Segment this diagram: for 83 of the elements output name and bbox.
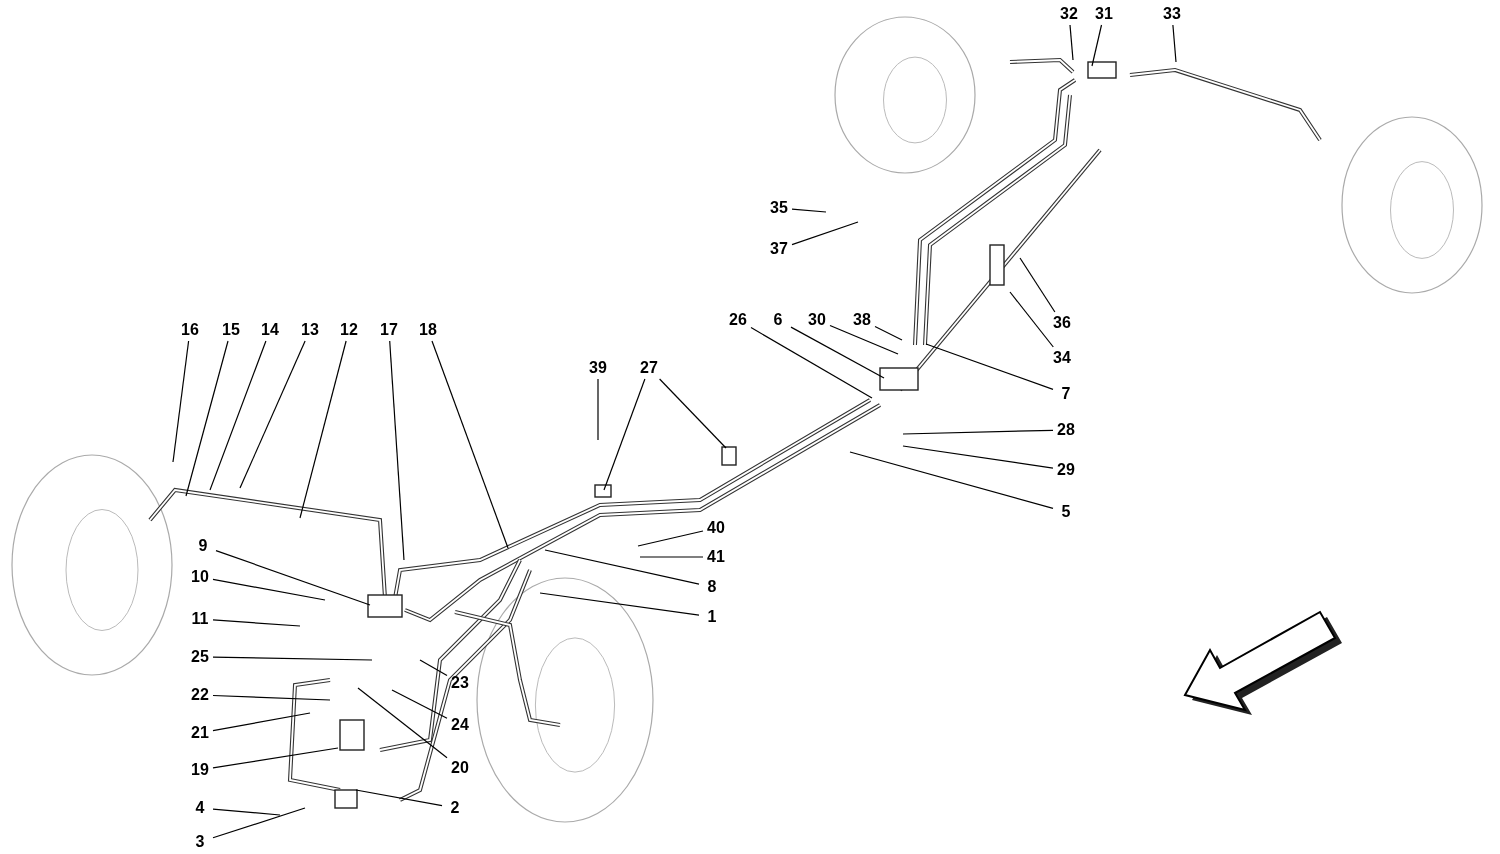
leader-line	[212, 656, 373, 661]
leader-line	[212, 807, 306, 839]
callout-number: 38	[850, 310, 874, 330]
callout-number: 9	[191, 536, 215, 556]
callout-number: 27	[637, 358, 661, 378]
leader-line	[212, 694, 331, 701]
leader-line	[1091, 24, 1103, 67]
leader-line	[212, 619, 301, 627]
callout-number: 7	[1054, 384, 1078, 404]
callout-number: 24	[448, 715, 472, 735]
callout-number: 17	[377, 320, 401, 340]
callout-number: 39	[586, 358, 610, 378]
callout-number: 11	[188, 609, 212, 629]
callout-number: 28	[1054, 420, 1078, 440]
leader-line	[431, 340, 509, 549]
leader-line	[1172, 24, 1177, 63]
callout-number: 13	[298, 320, 322, 340]
leader-line	[874, 325, 903, 341]
leader-line	[829, 324, 899, 355]
leader-line	[1019, 257, 1056, 313]
leader-line	[355, 789, 443, 807]
callout-number: 8	[700, 577, 724, 597]
leader-line	[790, 326, 885, 379]
leader-line	[215, 550, 371, 606]
callout-number: 25	[188, 647, 212, 667]
callout-number: 35	[767, 198, 791, 218]
leader-line	[212, 747, 339, 769]
leader-line	[419, 659, 448, 677]
callout-number: 29	[1054, 460, 1078, 480]
callout-number: 12	[337, 320, 361, 340]
leader-line	[299, 340, 347, 519]
callout-number: 31	[1092, 4, 1116, 24]
leader-line	[603, 378, 646, 491]
callout-number: 20	[448, 758, 472, 778]
callout-number: 32	[1057, 4, 1081, 24]
leader-line	[597, 378, 599, 441]
callout-number: 33	[1160, 4, 1184, 24]
leader-line	[791, 221, 859, 246]
leader-line	[925, 343, 1054, 390]
leader-line	[212, 578, 326, 601]
leader-line	[1069, 24, 1074, 61]
leader-line	[750, 327, 873, 399]
callout-number: 23	[448, 673, 472, 693]
leader-line	[185, 340, 229, 497]
leader-line	[172, 340, 190, 463]
callout-number: 19	[188, 760, 212, 780]
callout-number: 2	[443, 798, 467, 818]
callout-number: 41	[704, 547, 728, 567]
callout-number: 3	[188, 832, 212, 852]
leader-line	[544, 549, 700, 585]
callout-number: 40	[704, 518, 728, 538]
leader-line	[1009, 291, 1054, 348]
callout-number: 16	[178, 320, 202, 340]
leader-line	[212, 712, 311, 732]
leader-line	[849, 451, 1054, 509]
callout-number: 22	[188, 685, 212, 705]
leader-line	[239, 340, 306, 489]
leader-line	[389, 340, 405, 561]
leader-line	[902, 429, 1054, 435]
callout-number: 21	[188, 723, 212, 743]
callout-number: 37	[767, 239, 791, 259]
callout-number: 4	[188, 798, 212, 818]
callout-number: 30	[805, 310, 829, 330]
leader-line	[637, 530, 704, 547]
leader-line	[659, 378, 727, 449]
callout-number: 18	[416, 320, 440, 340]
callout-number: 34	[1050, 348, 1074, 368]
leader-line	[791, 208, 827, 213]
callout-number: 15	[219, 320, 243, 340]
callout-number: 36	[1050, 313, 1074, 333]
leader-line	[391, 689, 448, 719]
leader-line	[902, 445, 1054, 469]
leader-line	[209, 340, 267, 491]
callout-number: 10	[188, 567, 212, 587]
callout-number: 14	[258, 320, 282, 340]
leader-line	[357, 687, 448, 759]
leader-line	[539, 592, 700, 616]
leader-line	[212, 808, 281, 816]
callout-number: 5	[1054, 502, 1078, 522]
leader-line	[639, 556, 704, 558]
callout-number: 1	[700, 607, 724, 627]
callout-number: 6	[766, 310, 790, 330]
callout-number: 26	[726, 310, 750, 330]
